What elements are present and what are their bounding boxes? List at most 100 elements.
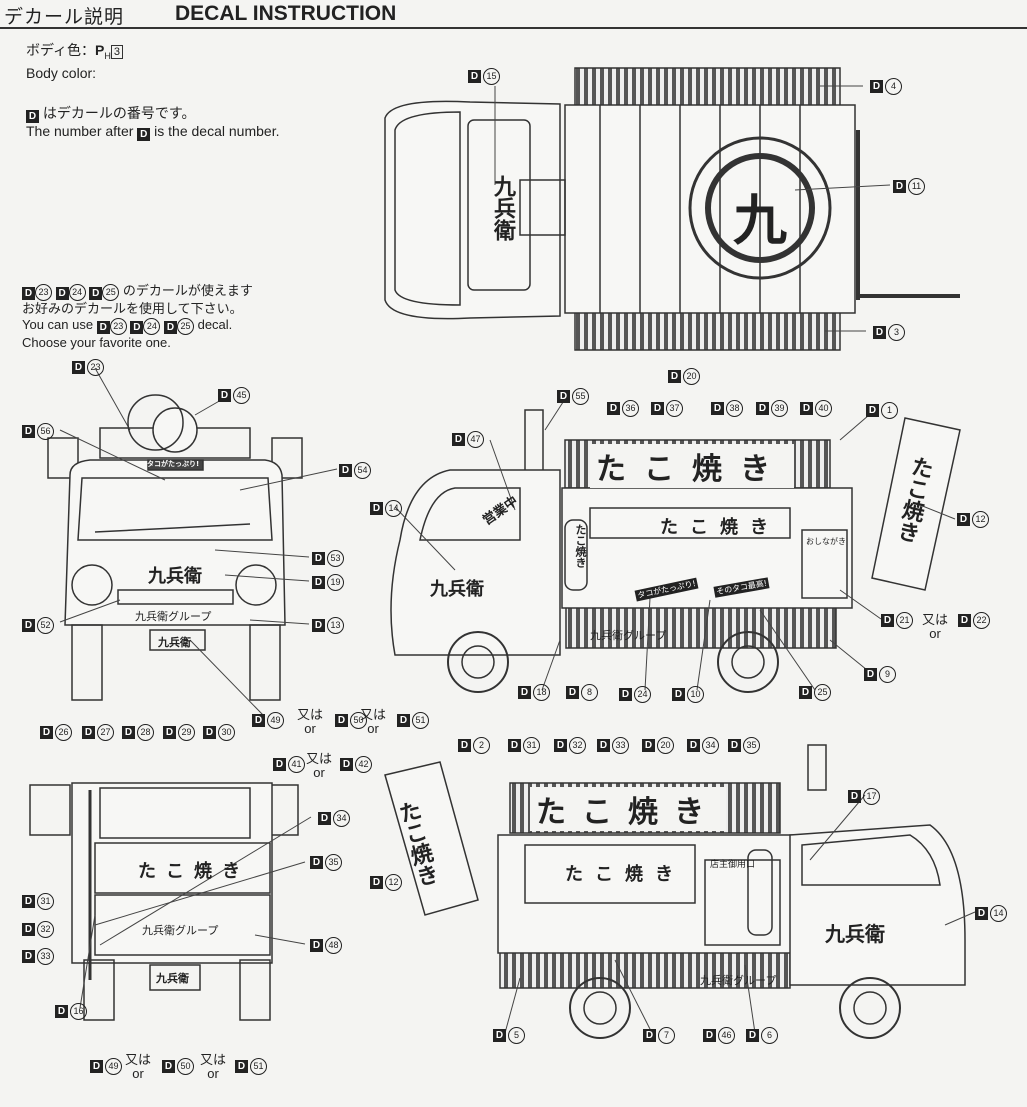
decal-d-mark: D	[96, 321, 110, 334]
left-noren-text: たこ焼き	[565, 864, 685, 885]
decal-number: 47	[467, 431, 484, 448]
decal-d-mark: D	[163, 321, 177, 334]
side-skirt-stripes	[565, 602, 837, 649]
decal-d-mark: D	[619, 688, 632, 701]
decal-d-mark: D	[642, 739, 655, 752]
decal-number: 11	[908, 178, 925, 195]
decal-number: 34	[333, 810, 350, 827]
decal-d-mark: D	[273, 758, 286, 771]
decal-d-mark: D	[22, 895, 35, 908]
side-group-text: 九兵衛グループ	[590, 629, 667, 642]
decal-d-mark: D	[89, 287, 103, 300]
decal-d-mark: D	[82, 726, 95, 739]
choice-en-prefix: You can use	[22, 317, 94, 332]
decal-d-mark: D	[310, 856, 323, 869]
decal-d-mark: D	[335, 714, 348, 727]
decal-d-mark: D	[40, 726, 53, 739]
decal-number: 32	[569, 737, 586, 754]
decal-d-mark: D	[370, 502, 383, 515]
decal-d-mark: D	[711, 402, 724, 415]
header-title-jp: デカール説明	[4, 6, 125, 28]
decal-d-mark: D	[452, 433, 465, 446]
side-door-logo: 九兵衛	[430, 579, 484, 600]
front-group-text: 九兵衛グループ	[135, 610, 212, 623]
decal-d-mark: D	[728, 739, 741, 752]
paint-ref-number: 3	[110, 45, 123, 59]
rear-plate-text: 九兵衛	[156, 972, 189, 985]
top-view-truck	[384, 67, 960, 351]
decal-d-mark: D	[468, 70, 481, 83]
decal-number: 51	[250, 1058, 267, 1075]
decal-number: 14	[385, 500, 402, 517]
top-roof-big-logo: 九	[733, 189, 787, 252]
left-group-text: 九兵衛グループ	[700, 974, 777, 987]
decal-number: 20	[683, 368, 700, 385]
decal-number: 41	[288, 756, 305, 773]
decal-d-mark: D	[746, 1029, 759, 1042]
decal-note-en-before: The number after	[26, 123, 134, 139]
decal-d-mark: D	[607, 402, 620, 415]
decal-d-mark: D	[672, 688, 685, 701]
side-noren-text: たこ焼き	[660, 517, 780, 538]
decal-number: 5	[508, 1027, 525, 1044]
decal-number: 21	[896, 612, 913, 629]
decal-number: 24	[634, 686, 651, 703]
decal-number: 35	[743, 737, 760, 754]
decal-d-mark: D	[90, 1060, 103, 1073]
decal-d-mark: D	[958, 614, 971, 627]
decal-d-mark: D	[22, 425, 35, 438]
decal-number: 18	[533, 684, 550, 701]
leader-lines	[59, 85, 976, 1034]
decal-d-mark: D	[22, 287, 35, 300]
decal-number: 9	[879, 666, 896, 683]
decal-number: 30	[218, 724, 235, 741]
front-logo-text: 九兵衛	[148, 566, 202, 587]
decal-d-mark: D	[864, 668, 877, 681]
front-plate-text: 九兵衛	[158, 636, 191, 649]
decal-d-mark: D	[22, 950, 35, 963]
decal-d-mark: D	[870, 80, 883, 93]
decal-d-mark: D	[22, 619, 35, 632]
decal-d-mark: D	[848, 790, 861, 803]
side-menu-board: おしながき	[806, 537, 846, 546]
decal-d-mark: D	[318, 812, 331, 825]
decal-d-mark: D	[866, 404, 879, 417]
decal-number: 37	[666, 400, 683, 417]
decal-number: 54	[354, 462, 371, 479]
decal-number: 14	[990, 905, 1007, 922]
rear-group-text: 九兵衛グループ	[142, 924, 219, 937]
